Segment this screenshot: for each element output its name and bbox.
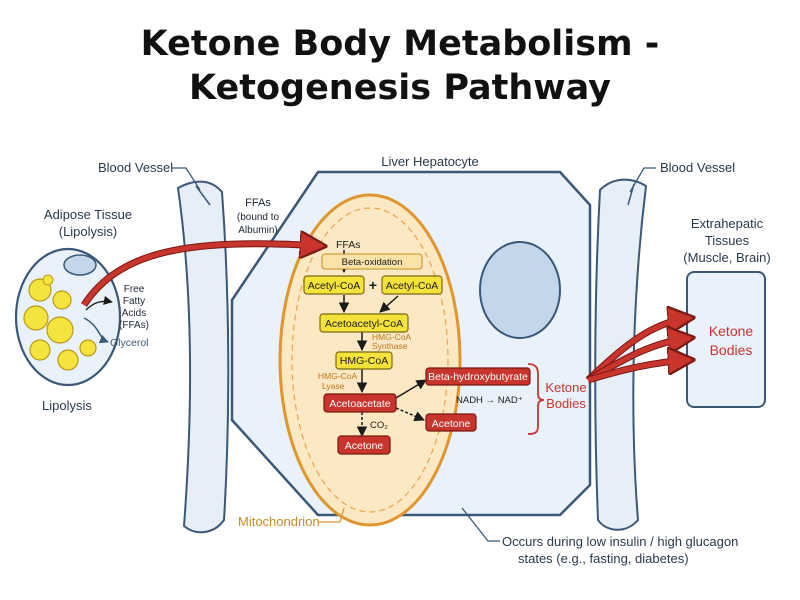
hmg-synthase-label-line1: HMG-CoA	[372, 332, 412, 342]
title-line-2: Ketogenesis Pathway	[189, 68, 611, 108]
fat-droplet	[29, 339, 51, 361]
ffas-bound-label-line2: (bound to	[237, 212, 280, 223]
fat-droplet	[23, 305, 49, 331]
hmg-synthase-label-line2: Synthase	[372, 341, 408, 351]
extrahepatic-tissue	[686, 271, 766, 408]
fat-droplet	[46, 316, 74, 344]
adipose-cell	[14, 247, 122, 387]
page-title: Ketone Body Metabolism - Ketogenesis Pat…	[0, 22, 800, 110]
glycerol-arrow	[83, 317, 109, 344]
extrahepatic-label-line2: Tissues	[705, 233, 750, 248]
acetyl-coa-box-1	[303, 275, 365, 295]
ffas-bound-label-line3: Albumin)	[238, 225, 277, 236]
footer-line2: states (e.g., fasting, diabetes)	[518, 551, 689, 566]
ffas-bound-label-line1: FFAs	[245, 197, 271, 209]
acetyl-coa-label-2: Acetyl-CoA	[386, 280, 439, 292]
fat-droplet	[57, 349, 79, 371]
acetoacetate-label: Acetoacetate	[329, 398, 390, 410]
acetone-label-1: Acetone	[345, 440, 384, 452]
ketone-bodies-mid-line1: Ketone	[545, 380, 586, 395]
ffa-label-arrow	[85, 295, 113, 311]
fat-droplet	[52, 290, 72, 310]
footer-line1: Occurs during low insulin / high glucago…	[502, 534, 738, 549]
plus-label: +	[369, 277, 377, 293]
ffa-label-line1: Free	[124, 284, 145, 295]
hmg-coa-box	[335, 351, 393, 370]
ffa-label-line4: (FFAs)	[119, 320, 149, 331]
beta-hydroxybutyrate-box	[425, 367, 531, 386]
adipose-label-line2: (Lipolysis)	[59, 224, 118, 239]
ketone-bodies-mid-line2: Bodies	[546, 396, 586, 411]
blood-vessel-left-label: Blood Vessel	[98, 160, 173, 175]
beta-oxidation-box	[321, 253, 423, 270]
ketone-bracket	[527, 363, 545, 435]
adipose-label-line1: Adipose Tissue	[44, 207, 132, 222]
ffa-label-line2: Fatty	[123, 296, 145, 307]
ketone-export-arrows	[585, 318, 690, 384]
lipolysis-label: Lipolysis	[42, 398, 92, 413]
fat-droplet	[79, 339, 97, 357]
nucleus	[479, 241, 561, 339]
blood-vessel-right-label: Blood Vessel	[660, 160, 735, 175]
ffas-label: FFAs	[336, 239, 361, 251]
acetoacetate-box	[323, 393, 397, 413]
hmg-coa-label: HMG-CoA	[340, 355, 388, 367]
blood-vessel-left	[176, 180, 230, 534]
acetyl-coa-label-1: Acetyl-CoA	[308, 280, 361, 292]
glycerol-label: Glycerol	[110, 337, 149, 349]
title-line-1: Ketone Body Metabolism -	[140, 24, 660, 64]
nadh-nad-label: NADH → NAD⁺	[456, 395, 523, 406]
ketone-bodies-right-line1: Ketone	[709, 323, 754, 339]
co2-label: CO₂	[370, 420, 388, 431]
ffa-label-line3: Acids	[122, 308, 146, 319]
beta-hydroxybutyrate-label: Beta-hydroxybutyrate	[428, 371, 528, 383]
acetone-label-2: Acetone	[432, 418, 471, 430]
fat-droplet	[42, 274, 54, 286]
mitochondrion-label: Mitochondrion	[238, 514, 320, 529]
acetoacetyl-coa-box	[319, 313, 409, 333]
acetoacetyl-coa-label: Acetoacetyl-CoA	[325, 318, 403, 330]
extrahepatic-label-line3: (Muscle, Brain)	[683, 250, 770, 265]
ketone-bodies-right-line2: Bodies	[710, 342, 753, 358]
beta-oxidation-label: Beta-oxidation	[342, 257, 403, 268]
acetyl-coa-box-2	[381, 275, 443, 295]
extrahepatic-label-line1: Extrahepatic	[691, 216, 764, 231]
hmg-lyase-label-line1: HMG-CoA	[318, 371, 358, 381]
acetone-box-2	[425, 413, 477, 432]
liver-label: Liver Hepatocyte	[381, 154, 479, 169]
acetone-box-1	[337, 435, 391, 455]
hmg-lyase-label-line2: Lyase	[322, 381, 345, 391]
